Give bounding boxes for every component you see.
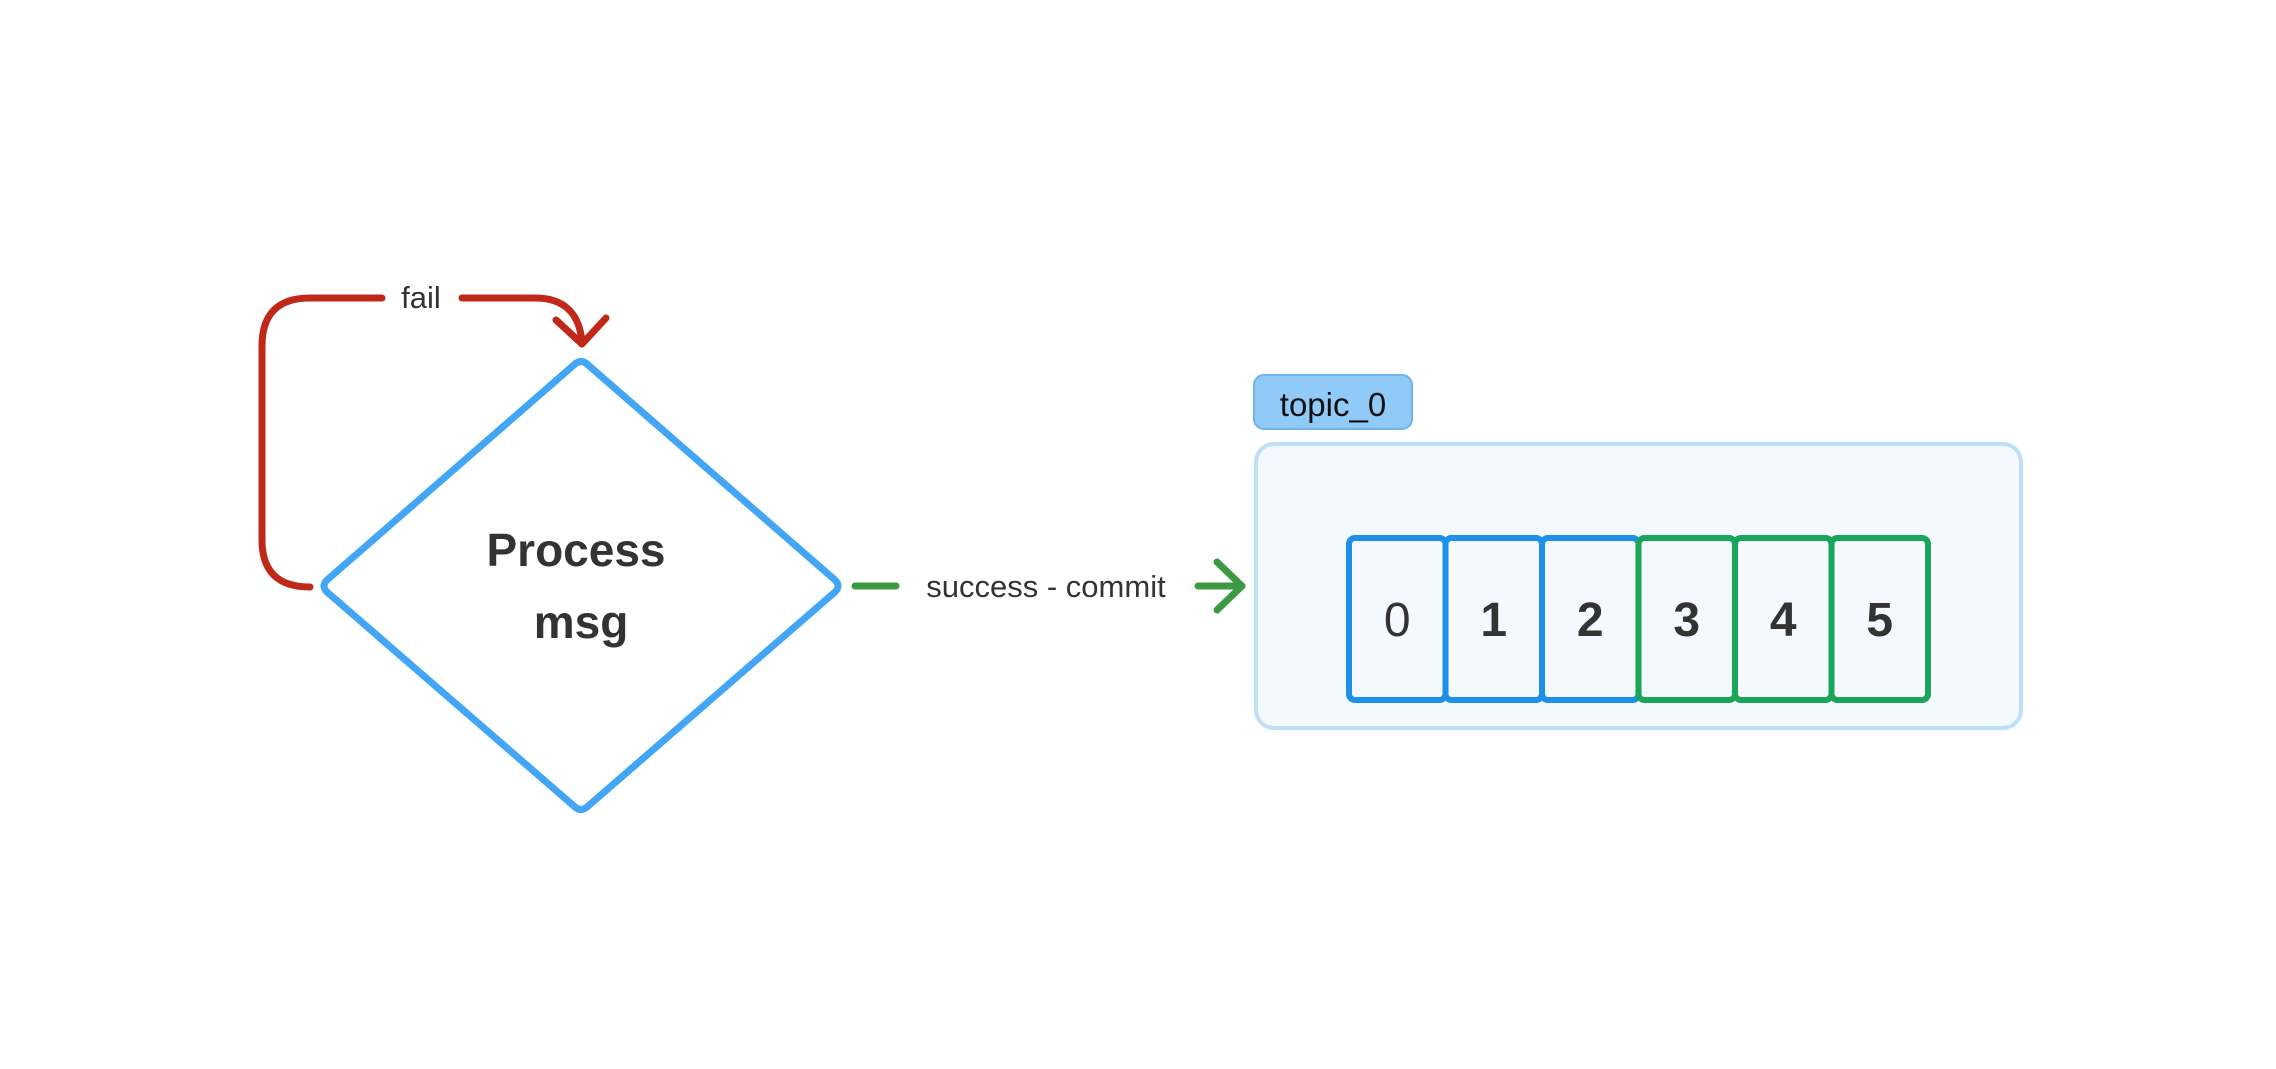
partition-cell: 3 bbox=[1635, 535, 1738, 703]
fail-label: fail bbox=[401, 280, 441, 315]
fail-loop-arrow: fail bbox=[258, 280, 610, 591]
success-label: success - commit bbox=[926, 569, 1166, 604]
success-commit-arrow: success - commit bbox=[851, 558, 1246, 614]
fail-loop-line bbox=[258, 294, 386, 591]
partition-label: 5 bbox=[1866, 594, 1893, 647]
success-arrowhead-icon bbox=[1213, 558, 1246, 614]
topic-tag-background bbox=[1253, 374, 1413, 430]
partition-cell: 4 bbox=[1732, 535, 1835, 703]
partition-cell: 1 bbox=[1442, 535, 1545, 703]
fail-loop-line-end bbox=[458, 294, 586, 346]
partition-cell: 5 bbox=[1828, 535, 1931, 703]
fail-arrowhead-icon bbox=[552, 314, 610, 348]
partition-box bbox=[1828, 535, 1931, 703]
topic-tag-label: topic_0 bbox=[1280, 386, 1386, 423]
process-msg-decision: Process msg bbox=[320, 358, 842, 813]
decision-diamond-shape bbox=[320, 358, 842, 813]
partition-label: 1 bbox=[1480, 594, 1507, 647]
topic-tag: topic_0 bbox=[1253, 374, 1413, 430]
partition-cell: 0 bbox=[1346, 535, 1449, 703]
partition-label: 3 bbox=[1673, 594, 1700, 647]
partition-cells: 0 1 2 3 4 5 bbox=[1346, 535, 1931, 703]
partition-cell: 2 bbox=[1539, 535, 1642, 703]
decision-label-line-1: Process bbox=[486, 524, 665, 576]
partition-label: 2 bbox=[1577, 594, 1604, 647]
partition-label: 4 bbox=[1770, 594, 1797, 647]
partition-label: 0 bbox=[1384, 594, 1411, 647]
decision-label-line-2: msg bbox=[534, 596, 629, 648]
